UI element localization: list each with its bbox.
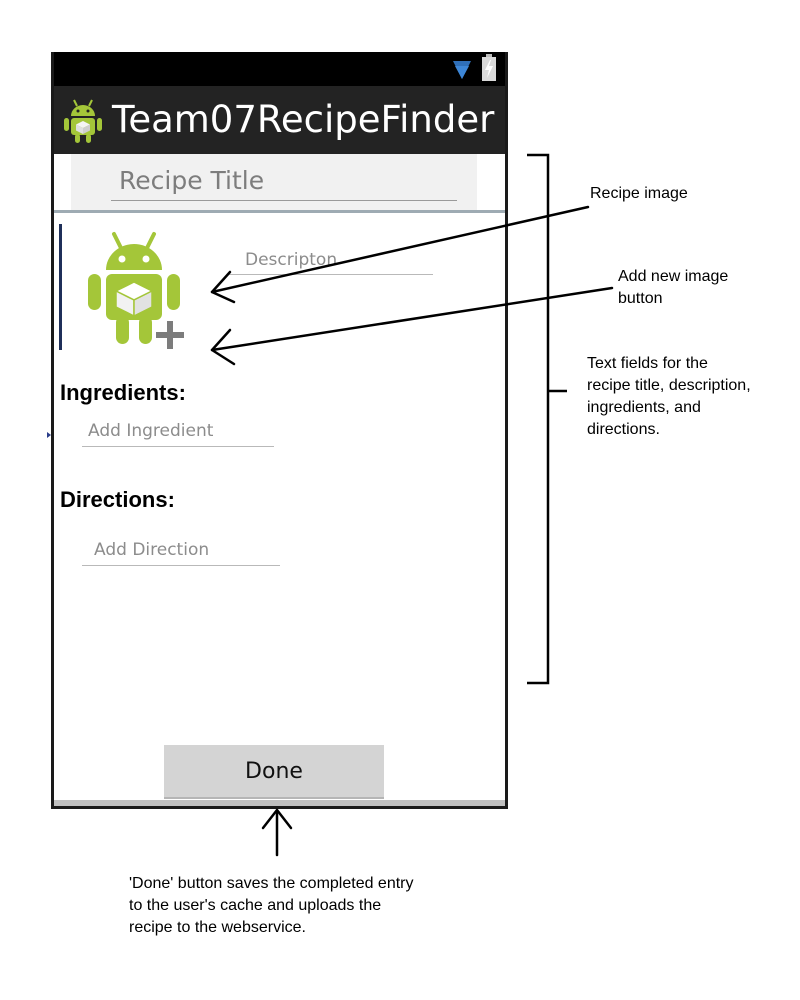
annotation-done-line2: to the user's cache and uploads the xyxy=(129,897,382,914)
text-fields-bracket xyxy=(527,153,567,685)
edge-marker xyxy=(47,432,51,438)
done-button[interactable]: Done xyxy=(164,745,384,799)
recipe-title-input[interactable] xyxy=(111,160,457,201)
annotation-done-line3: recipe to the webservice. xyxy=(129,919,306,936)
title-divider xyxy=(54,210,505,213)
action-bar: Team07RecipeFinder xyxy=(54,86,505,154)
wifi-icon xyxy=(453,61,471,79)
directions-heading: Directions: xyxy=(60,487,175,512)
phone-screen: Team07RecipeFinder Ingredients: xyxy=(51,52,508,809)
annotation-text-fields-line3: ingredients, and xyxy=(587,399,701,416)
ingredients-heading: Ingredients: xyxy=(60,380,186,405)
battery-charging-icon xyxy=(482,54,496,81)
annotation-text-fields-line1: Text fields for the xyxy=(587,355,708,372)
recipe-image[interactable] xyxy=(59,224,185,350)
android-box-icon xyxy=(88,232,180,344)
annotation-text-fields-line2: recipe title, description, xyxy=(587,377,751,394)
annotation-add-image-line2: button xyxy=(618,290,663,307)
recipe-title-container xyxy=(71,154,477,210)
android-icon xyxy=(64,99,102,143)
annotation-done-line1: 'Done' button saves the completed entry xyxy=(129,875,414,892)
done-arrow xyxy=(261,808,293,857)
annotation-add-image-line1: Add new image xyxy=(618,268,729,285)
status-bar xyxy=(54,52,505,86)
add-direction-input[interactable] xyxy=(82,535,280,566)
app-title: Team07RecipeFinder xyxy=(112,98,495,141)
image-edge xyxy=(59,224,62,350)
description-input[interactable] xyxy=(229,246,433,275)
annotation-text-fields-line4: directions. xyxy=(587,421,660,438)
annotation-recipe-image: Recipe image xyxy=(590,185,688,202)
plus-icon[interactable] xyxy=(153,318,187,352)
screen-bottom-edge xyxy=(54,800,505,806)
add-ingredient-input[interactable] xyxy=(82,416,274,447)
